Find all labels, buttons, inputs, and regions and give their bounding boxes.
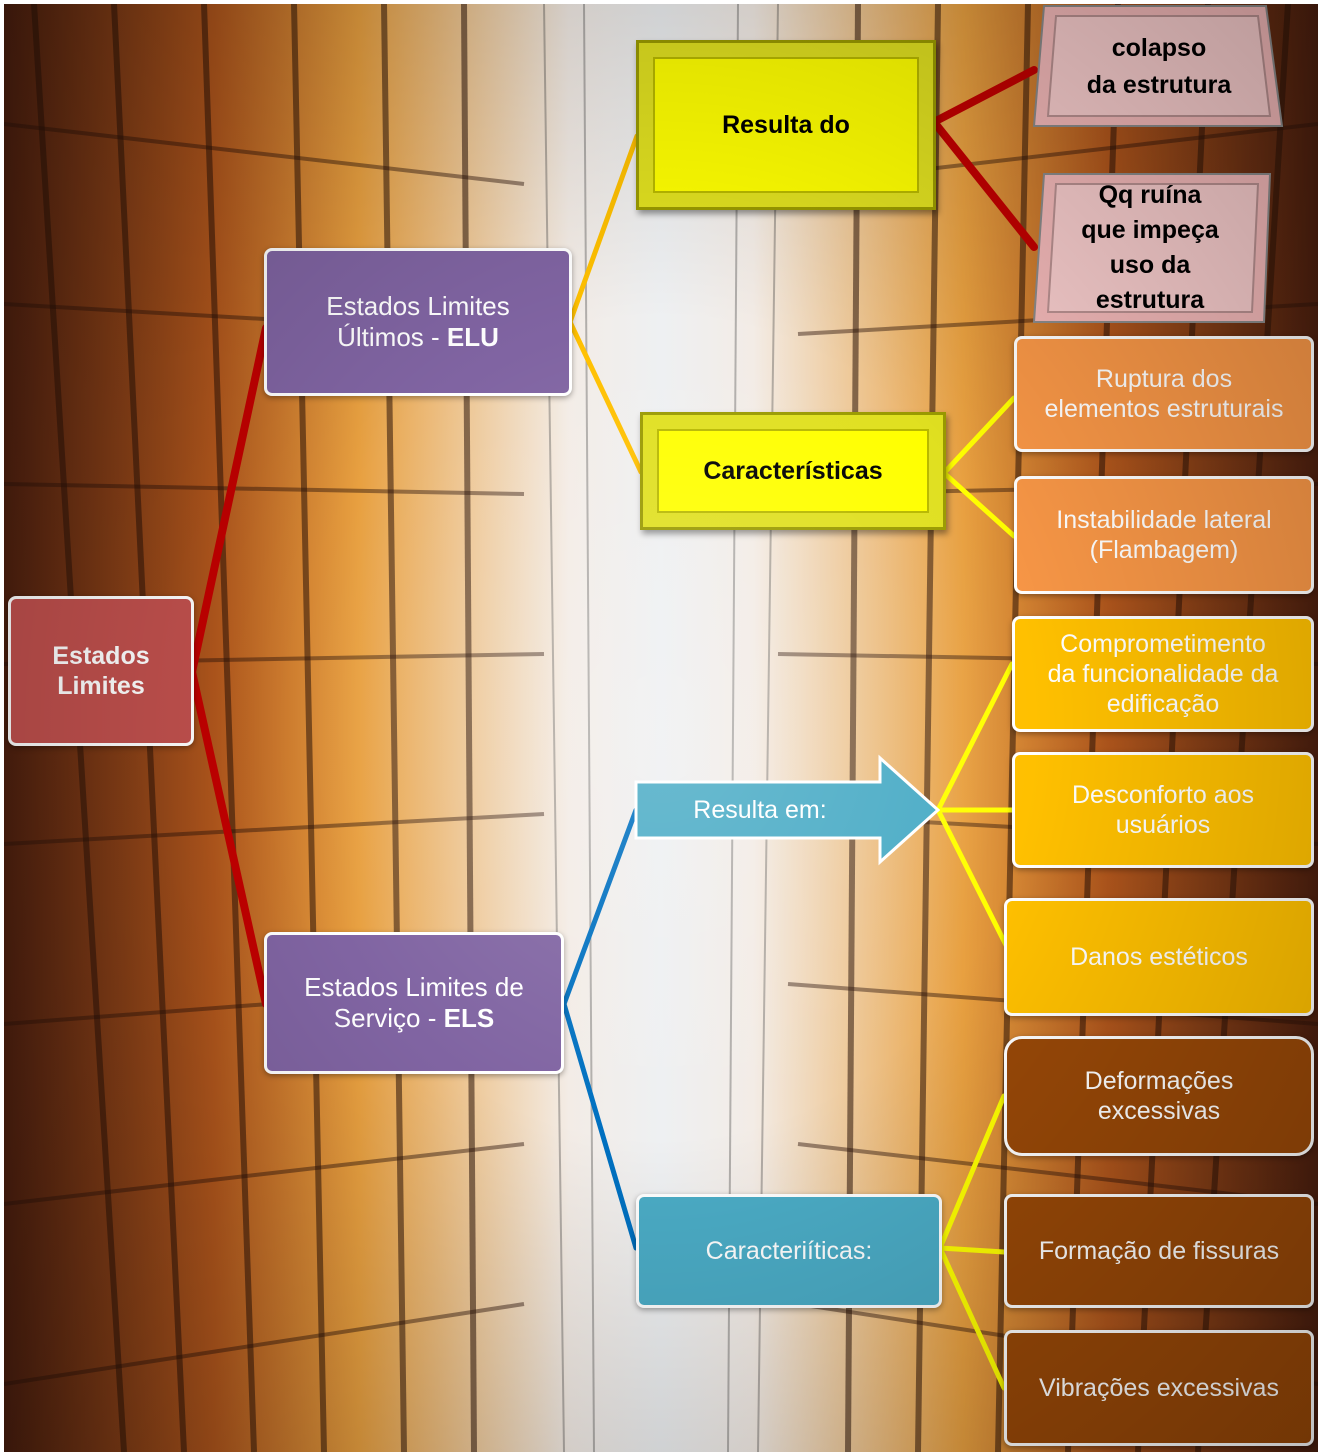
node-deformacoes-label: Deformações excessivas [1084, 1067, 1234, 1125]
node-elu: Estados Limites Últimos - ELU [264, 248, 572, 396]
node-vibracoes-label: Vibrações excessivas [1039, 1374, 1279, 1402]
node-estados-limites: Estados Limites [8, 596, 194, 746]
connector-root-els [188, 668, 270, 1008]
connector-els-features [561, 1001, 639, 1251]
diagram-canvas: Estados Limites Estados Limites Últimos … [4, 4, 1318, 1452]
node-elu-result: Resulta do [636, 40, 936, 210]
connector-features-deformacoes [937, 1093, 1007, 1251]
node-els-features: Caracteriíticas: [636, 1194, 942, 1308]
node-estados-limites-label: Estados Limites [52, 642, 150, 700]
node-elu-features: Características [640, 412, 946, 530]
node-elu-features-label: Características [703, 457, 883, 485]
node-danos-label: Danos estéticos [1070, 943, 1248, 971]
node-desconforto-label: Desconforto aos usuários [1071, 781, 1255, 839]
node-vibracoes: Vibrações excessivas [1004, 1330, 1314, 1446]
node-els-result: Resulta em: [640, 784, 880, 836]
connector-lines [188, 66, 1038, 1391]
node-els-features-label: Caracteriíticas: [705, 1237, 873, 1265]
els-abbrev: ELS [443, 1003, 495, 1033]
node-instabilidade-label: Instabilidade lateral (Flambagem) [1056, 506, 1272, 564]
node-ruptura-label: Ruptura dos elementos estruturais [1044, 365, 1284, 423]
node-els: Estados Limites de Serviço - ELS [264, 932, 564, 1074]
connector-els-result [561, 807, 639, 1007]
node-ruina-label: Qq ruína que impeça uso da estrutura [1081, 181, 1219, 314]
node-colapso: colapso da estrutura [1044, 14, 1274, 120]
connector-result-danos [935, 807, 1015, 960]
node-danos: Danos estéticos [1004, 898, 1314, 1016]
elu-abbrev: ELU [446, 322, 499, 352]
connector-features-vibracoes [937, 1245, 1007, 1391]
connector-features-fissuras [937, 1245, 1007, 1255]
node-deformacoes: Deformações excessivas [1004, 1036, 1314, 1156]
connector-result-colapso [930, 66, 1038, 126]
node-instabilidade: Instabilidade lateral (Flambagem) [1014, 476, 1314, 594]
node-ruina: Qq ruína que impeça uso da estrutura [1044, 178, 1256, 318]
node-els-result-label: Resulta em: [693, 796, 827, 824]
connector-result-ruina [930, 118, 1038, 251]
node-colapso-label: colapso da estrutura [1086, 33, 1232, 100]
node-ruptura: Ruptura dos elementos estruturais [1014, 336, 1314, 452]
connector-features-ruptura [941, 395, 1017, 476]
connector-elu-features [567, 319, 644, 475]
node-fissuras: Formação de fissuras [1004, 1194, 1314, 1308]
node-elu-label: Estados Limites Últimos - ELU [326, 290, 510, 352]
connector-features-instabilidade [941, 470, 1017, 539]
node-comprometimento: Comprometimento da funcionalidade da edi… [1012, 616, 1314, 732]
connector-result-comprometimento [935, 661, 1015, 813]
node-fissuras-label: Formação de fissuras [1038, 1237, 1280, 1265]
node-els-label: Estados Limites de Serviço - ELS [304, 971, 524, 1033]
node-desconforto: Desconforto aos usuários [1012, 752, 1314, 868]
connector-root-elu [188, 324, 270, 676]
node-comprometimento-label: Comprometimento da funcionalidade da edi… [1047, 630, 1279, 718]
node-elu-result-label: Resulta do [722, 111, 850, 139]
connector-elu-result [567, 133, 640, 325]
